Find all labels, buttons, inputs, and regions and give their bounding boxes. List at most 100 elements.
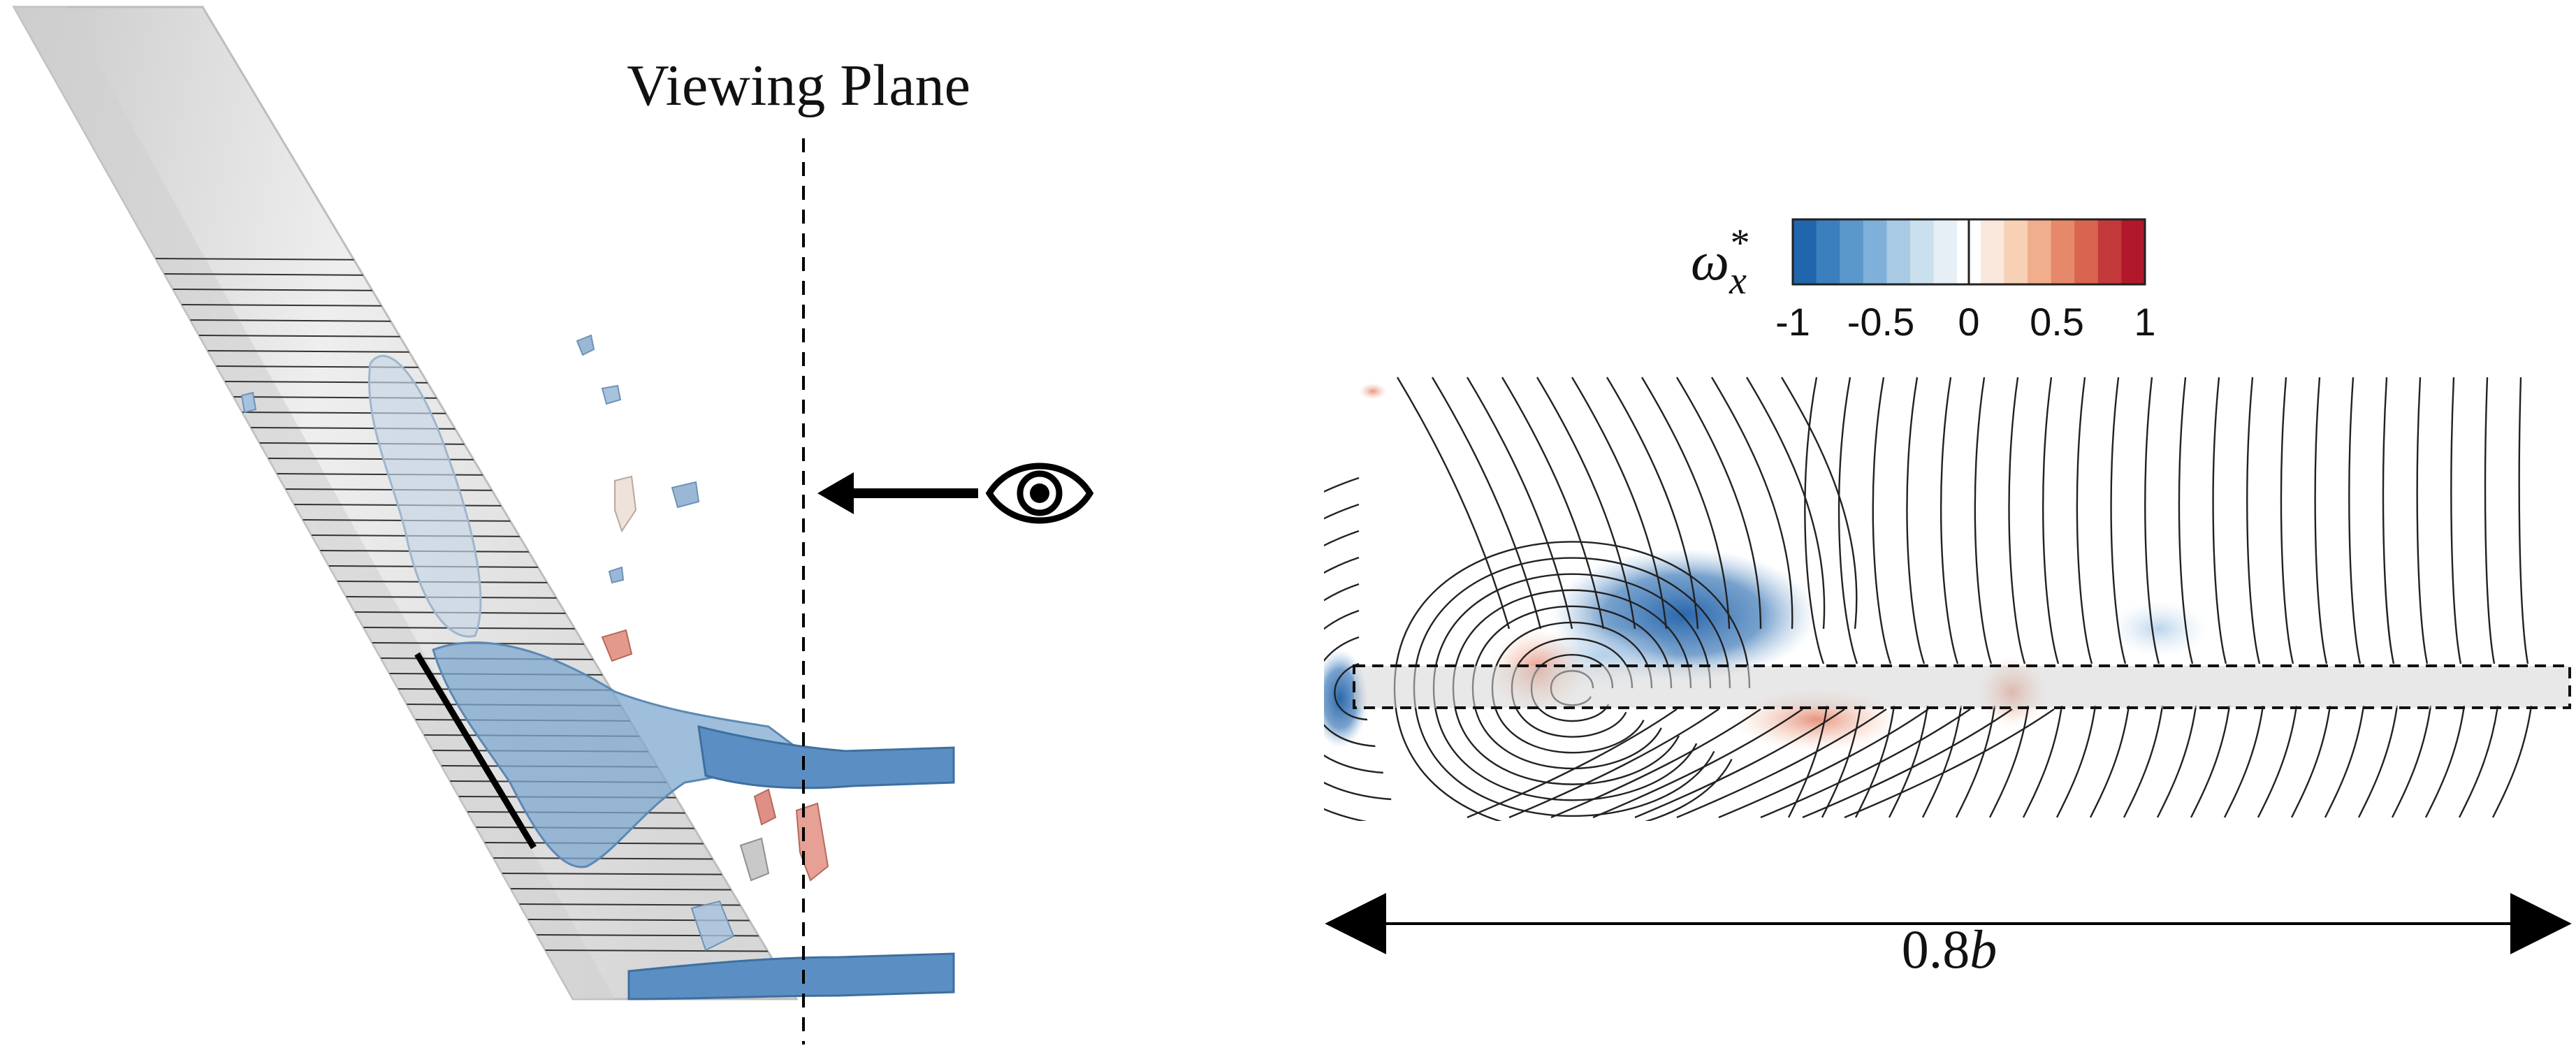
colorbar-cell [2074, 219, 2099, 284]
red-fragment-1 [601, 629, 633, 662]
streamline [1888, 705, 1929, 818]
colorbar-ticks: -1 -0.5 0 0.5 1 [1775, 219, 2156, 344]
streamline [2055, 705, 2097, 818]
streamline [1974, 377, 1993, 664]
light-fragment-5 [614, 475, 637, 533]
streamline [1508, 708, 1719, 819]
surface-streamline [268, 458, 492, 460]
light-blue-isosurface-upper [368, 354, 482, 638]
colorbar-cell [2121, 219, 2146, 284]
vortex-isosurfaces [240, 334, 955, 1000]
eye-icon [985, 463, 1094, 524]
span-dimension-label: 0.8b [1902, 919, 1998, 980]
colorbar-tick-label: 0.5 [2030, 300, 2084, 344]
colorbar-cell [1886, 219, 1911, 284]
blue-fragment-3 [671, 481, 700, 509]
colorbar-cell [1933, 219, 1958, 284]
streamline [2089, 705, 2130, 818]
streamline [2246, 377, 2261, 664]
colorbar-tick-label: 0 [1958, 300, 1979, 344]
colorbar-cell [1980, 219, 2004, 284]
streamline [2324, 705, 2365, 818]
streamline [1854, 705, 1895, 818]
streamline [1334, 662, 1368, 721]
colorbar-cell [1793, 219, 1817, 284]
streamline [1640, 377, 1731, 629]
streamline [1921, 705, 1963, 818]
streamline [2416, 377, 2429, 664]
streamline [1431, 377, 1542, 629]
streamline [1536, 377, 1636, 629]
surface-streamline [545, 949, 796, 952]
blue-vortex-tube-lower [627, 952, 955, 1000]
viewing-plane-label: Viewing Plane [627, 53, 970, 118]
colorbar-tick-label: -0.5 [1847, 300, 1915, 344]
streamline [2123, 705, 2164, 818]
streamline [1940, 377, 1959, 664]
streamline [2257, 705, 2298, 818]
colorbar-cell [1840, 219, 1864, 284]
streamline [1802, 708, 2013, 819]
streamline [1676, 708, 1887, 819]
streamline [1745, 377, 1826, 629]
pos-vorticity-blob-4 [1359, 383, 1387, 400]
streamlines [1324, 377, 2533, 821]
streamline [2424, 705, 2466, 818]
surface-streamline [198, 335, 423, 337]
surface-streamline [190, 320, 414, 321]
colorbar-tick-label: -1 [1775, 300, 1810, 344]
streamline [2450, 377, 2462, 664]
streamline [1844, 708, 2055, 819]
streamline [1760, 708, 1971, 819]
blue-fragment-2 [601, 384, 622, 405]
streamline [2518, 377, 2529, 664]
streamline [2190, 705, 2231, 818]
blue-fragment-edge [240, 391, 257, 414]
streamline [2314, 377, 2328, 664]
streamline [1606, 377, 1699, 629]
streamline [1467, 708, 1678, 819]
streamline [1324, 583, 1392, 801]
wing-marker-bar [414, 652, 537, 850]
view-direction-arrowhead [817, 472, 854, 514]
streamline [1710, 377, 1793, 629]
streamline [2491, 705, 2533, 818]
streamline [2458, 705, 2499, 818]
streamline [1324, 609, 1383, 774]
neg-vorticity-blob-small [2110, 601, 2208, 657]
blue-fragment-1 [576, 334, 595, 356]
streamline [1634, 708, 1845, 819]
streamline [2484, 377, 2496, 664]
colorbar-tick-label: 1 [2134, 300, 2155, 344]
streamline [2223, 705, 2264, 818]
streamline [2348, 377, 2362, 664]
streamline [1550, 708, 1761, 819]
colorbar-cell [2028, 219, 2052, 284]
streamline [1838, 377, 1858, 664]
streamline [2290, 705, 2331, 818]
surface-streamline [259, 443, 483, 444]
surface-streamline [155, 259, 379, 260]
streamline [1571, 377, 1668, 629]
streamline [2042, 377, 2060, 664]
streamline [2212, 377, 2227, 664]
colorbar-cell [2097, 219, 2122, 284]
colorbar-cell [2004, 219, 2028, 284]
red-fragment-2 [753, 788, 777, 826]
streamline [1718, 708, 1929, 819]
blue-fragment-lower [690, 900, 735, 952]
streamline [1324, 556, 1368, 821]
streamline [2357, 705, 2399, 818]
streamline [1780, 377, 1858, 629]
red-fragment-3 [795, 802, 829, 882]
streamline [2022, 705, 2063, 818]
colorbar-cells [1793, 219, 2146, 284]
streamline [2280, 377, 2294, 664]
blue-isosurface-core [432, 641, 799, 868]
streamline [1872, 377, 1892, 664]
surface-streamline [164, 273, 388, 276]
colorbar-cell [1863, 219, 1887, 284]
